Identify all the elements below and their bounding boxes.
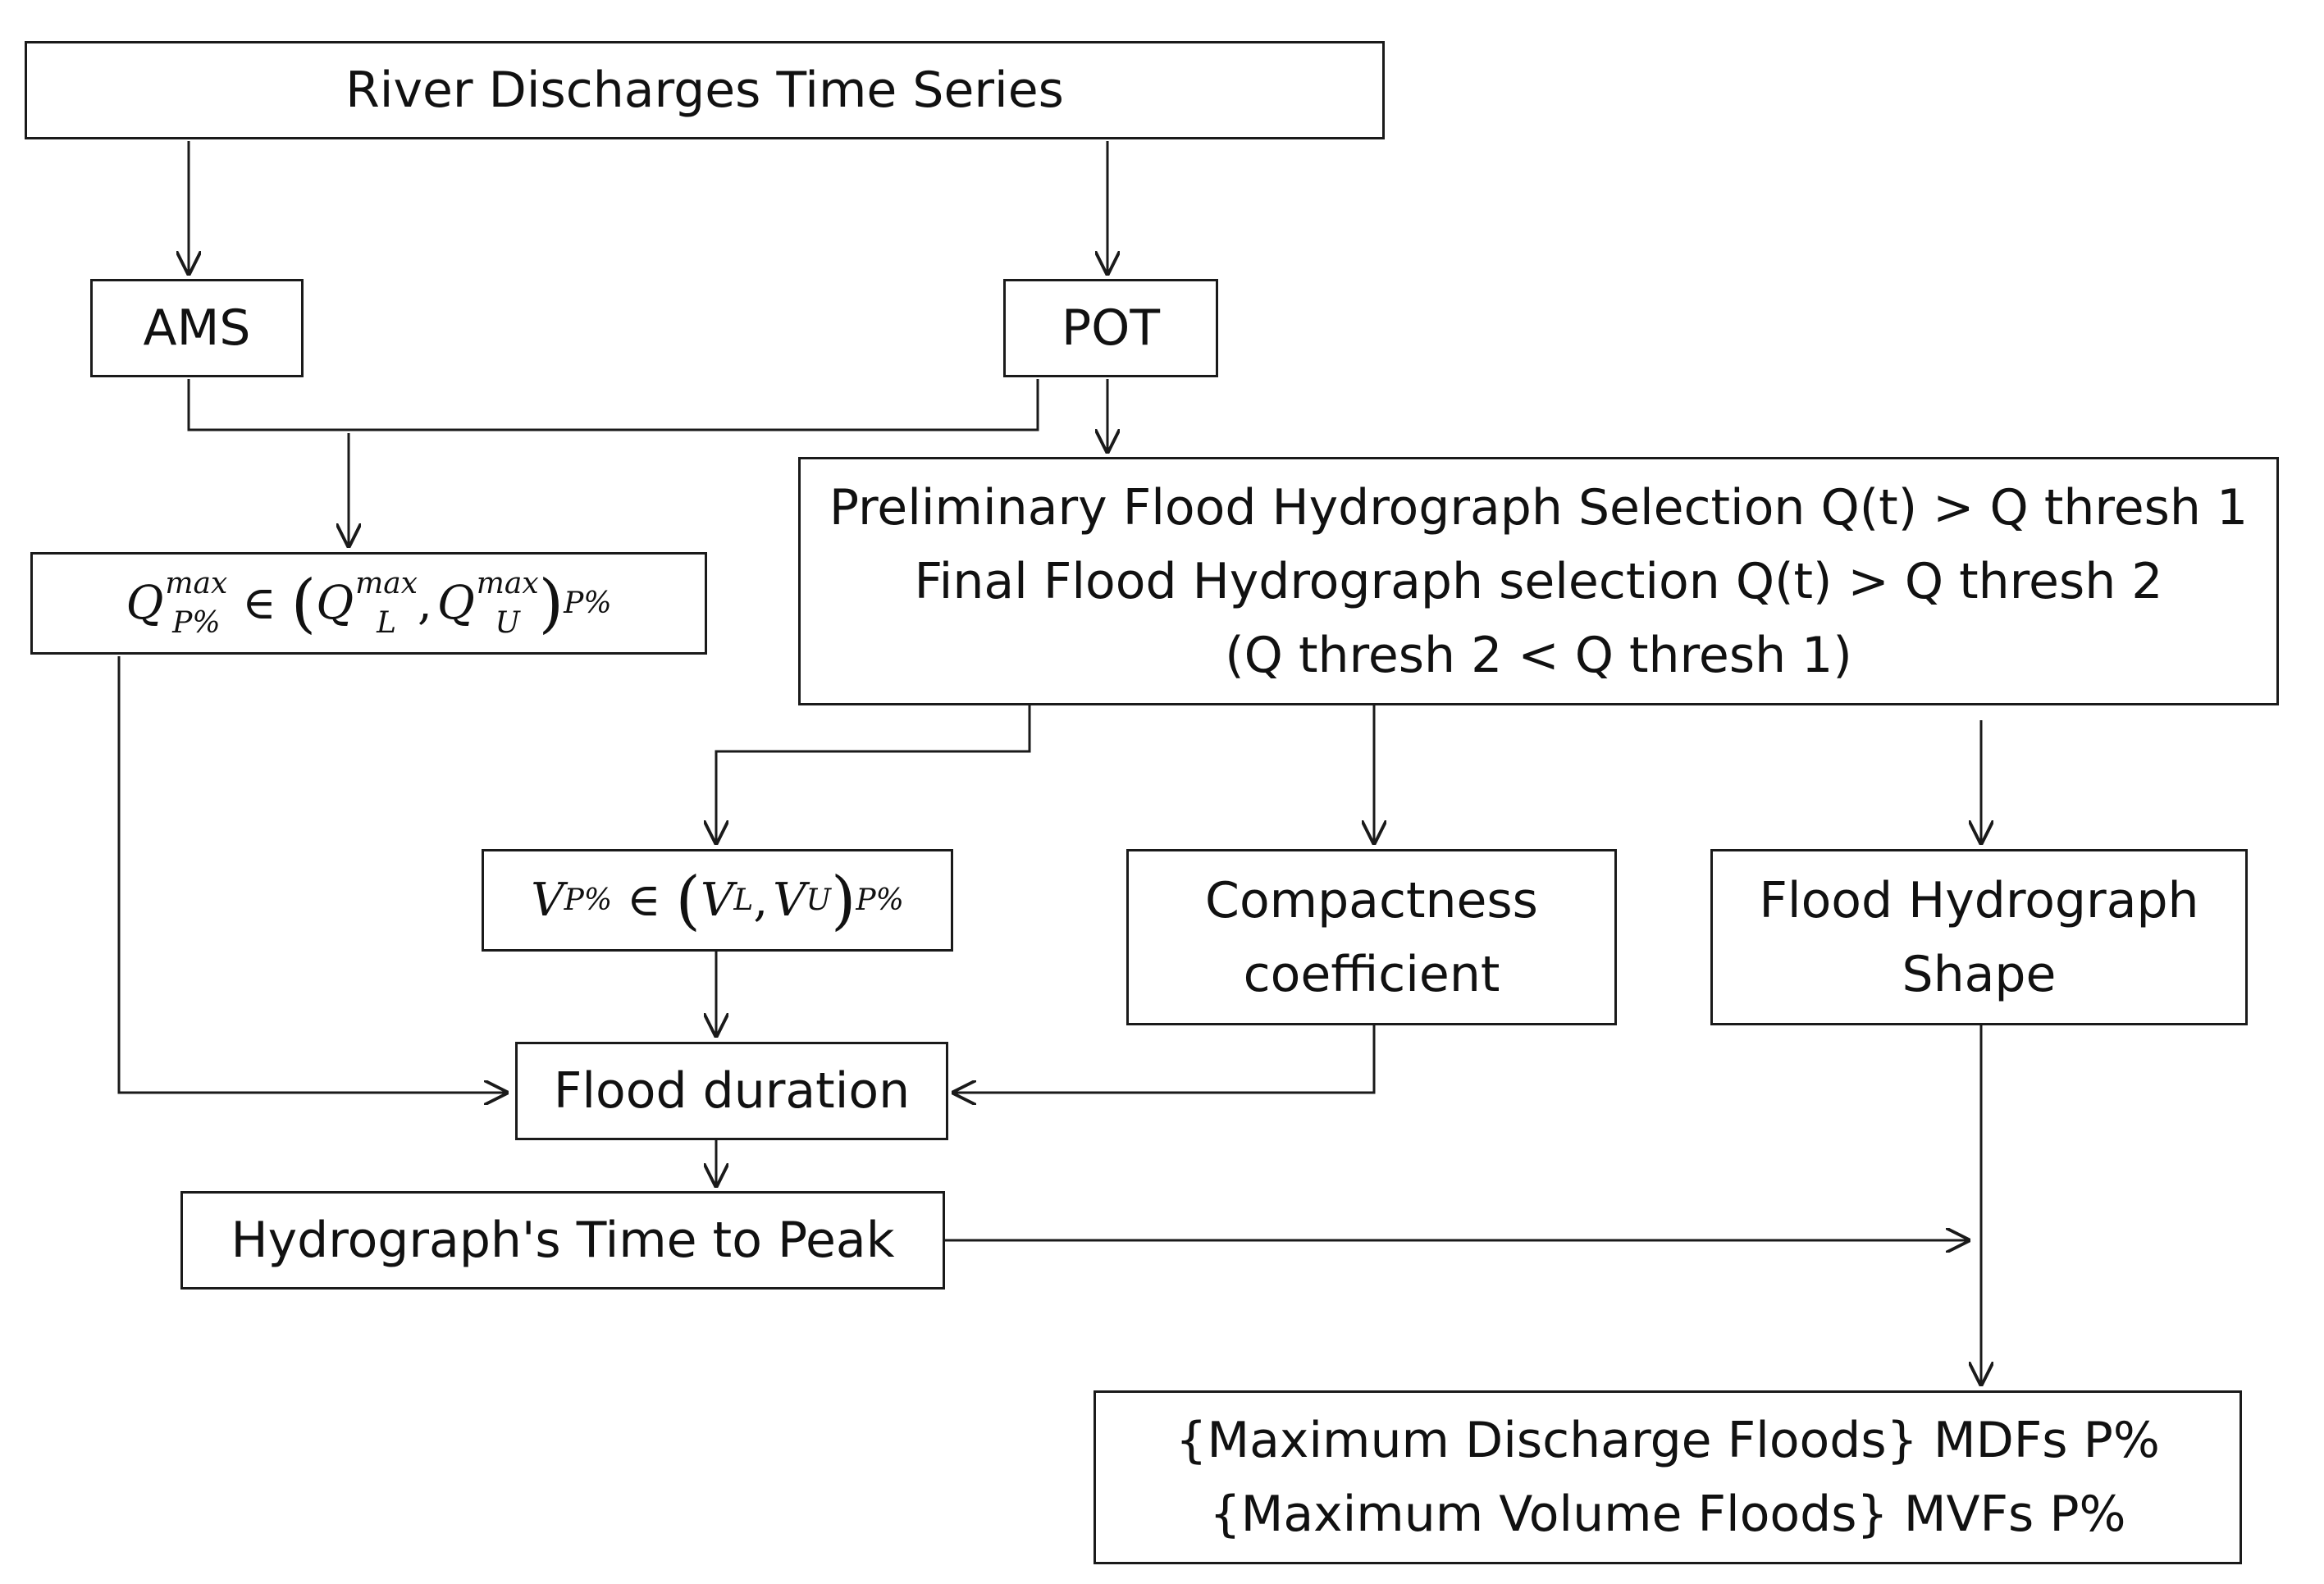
ams-label: AMS: [143, 299, 251, 357]
compactness-line-2: coefficient: [1243, 945, 1500, 1003]
flood-duration-box: Flood duration: [515, 1042, 948, 1140]
pot-box: POT: [1003, 279, 1218, 377]
selection-line-1: Preliminary Flood Hydrograph Selection Q…: [829, 478, 2249, 536]
selection-box: Preliminary Flood Hydrograph Selection Q…: [798, 457, 2279, 705]
ams-box: AMS: [90, 279, 304, 377]
result-box: {Maximum Discharge Floods} MDFs P% {Maxi…: [1094, 1390, 2242, 1564]
river-discharges-box: River Discharges Time Series: [25, 41, 1385, 139]
selection-line-3: (Q thresh 2 < Q thresh 1): [1225, 626, 1852, 684]
compactness-line-1: Compactness: [1205, 871, 1538, 929]
flood-duration-label: Flood duration: [553, 1062, 911, 1120]
time-to-peak-box: Hydrograph's Time to Peak: [180, 1191, 945, 1290]
compactness-box: Compactness coefficient: [1126, 849, 1617, 1025]
selection-line-2: Final Flood Hydrograph selection Q(t) > …: [914, 552, 2163, 610]
result-line-2: {Maximum Volume Floods} MVFs P%: [1209, 1486, 2126, 1543]
hydrograph-shape-line-1: Flood Hydrograph: [1759, 871, 2199, 929]
hydrograph-shape-line-2: Shape: [1902, 945, 2057, 1003]
time-to-peak-label: Hydrograph's Time to Peak: [231, 1212, 895, 1269]
line-ams-pot-merge: [187, 379, 1039, 431]
arrow-compactness-to-duration: [952, 1025, 1376, 1093]
arrow-selection-to-volume: [716, 705, 1031, 845]
hydrograph-shape-box: Flood Hydrograph Shape: [1710, 849, 2248, 1025]
river-discharges-label: River Discharges Time Series: [345, 62, 1064, 119]
result-line-1: {Maximum Discharge Floods} MDFs P%: [1176, 1412, 2160, 1469]
pot-label: POT: [1061, 299, 1161, 357]
arrow-qmax-to-duration: [117, 656, 509, 1093]
